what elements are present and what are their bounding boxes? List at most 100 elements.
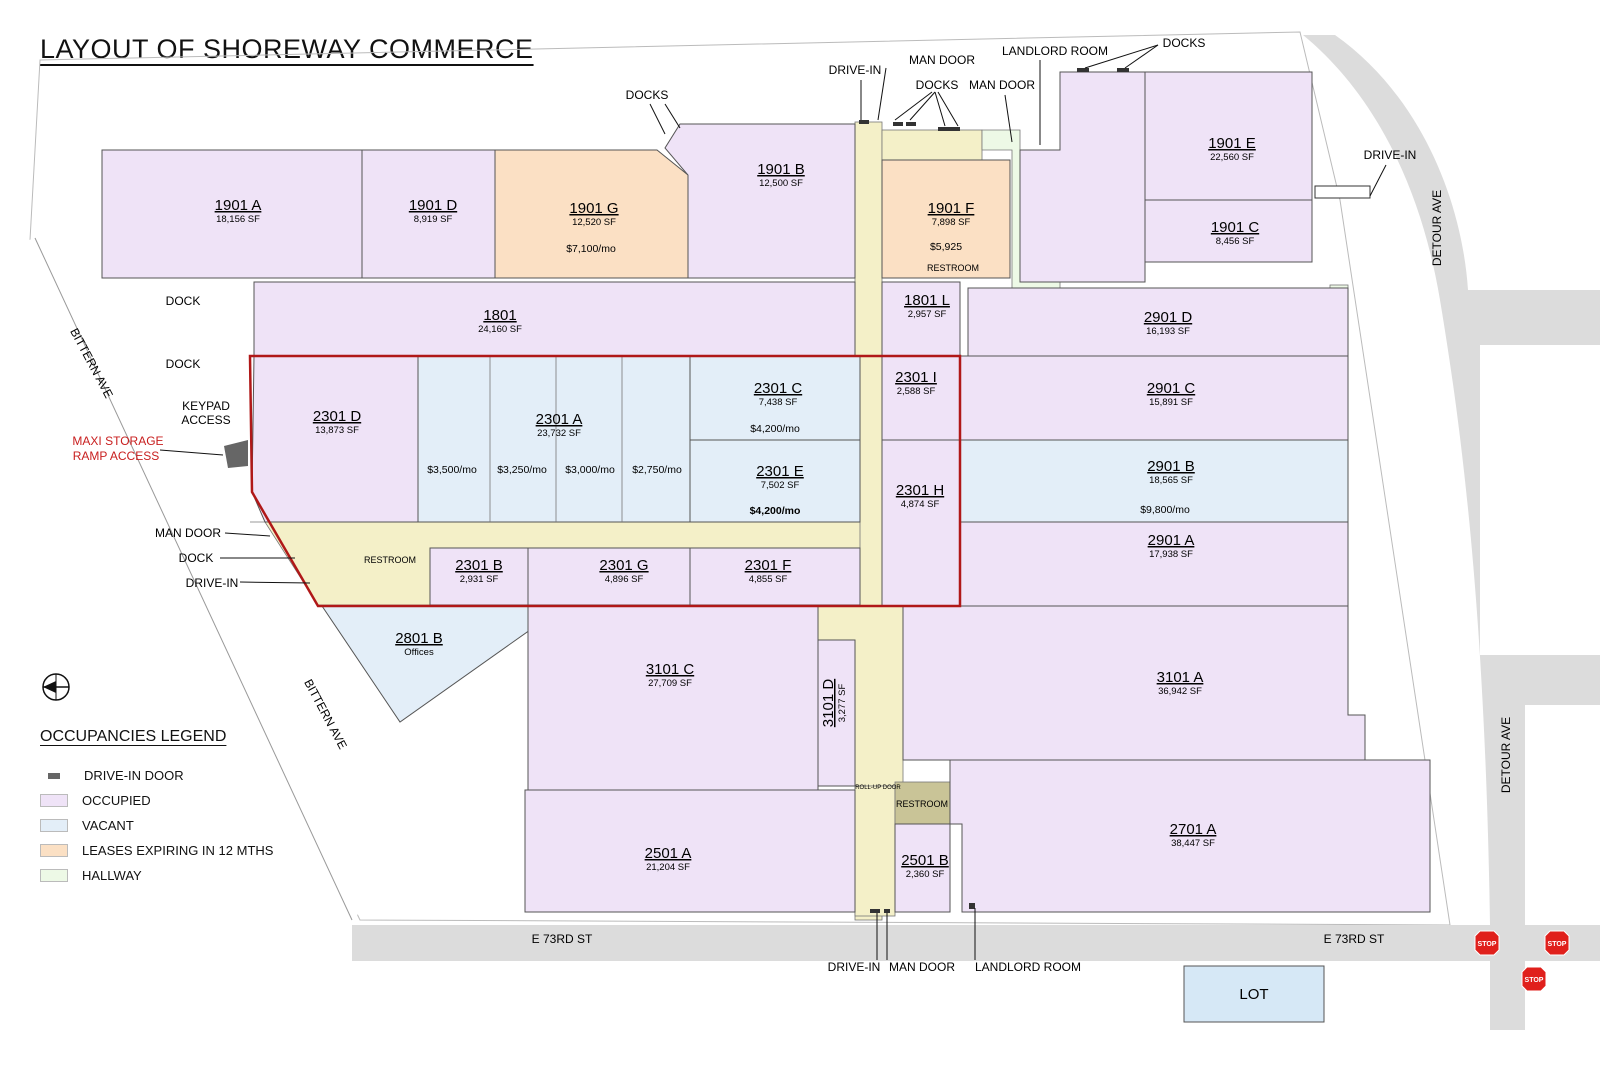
unit-area: 15,891 SF xyxy=(1149,397,1193,408)
legend-item-occupied: OCCUPIED xyxy=(40,793,151,808)
lot-label: LOT xyxy=(1239,986,1268,1003)
road-e73rd xyxy=(352,925,1600,961)
unit-name: 2901 B xyxy=(1147,458,1195,475)
unit-label-group: 2901 B18,565 SF xyxy=(1147,458,1195,486)
unit-area: 12,500 SF xyxy=(759,178,803,189)
unit-area: 8,456 SF xyxy=(1216,236,1255,247)
street-label: DETOUR AVE xyxy=(1430,190,1444,266)
unit-label-group: 2901 D16,193 SF xyxy=(1144,309,1193,337)
unit-name: 2501 B xyxy=(901,852,949,869)
unit-2801-b[interactable] xyxy=(321,605,531,723)
unit-name: 3101 D xyxy=(820,679,837,728)
parking-lot[interactable] xyxy=(1183,965,1325,1023)
subunit-rent: $3,250/mo xyxy=(497,464,547,476)
unit-name: 2901 C xyxy=(1147,380,1196,397)
stop-sign-label: STOP xyxy=(1548,941,1567,948)
unit-name: 2801 B xyxy=(395,630,443,647)
unit-rent: $7,100/mo xyxy=(566,243,616,255)
unit-rent: $4,200/mo xyxy=(750,505,801,517)
unit-area: 24,160 SF xyxy=(478,324,522,335)
unit-name: 3101 C xyxy=(646,661,695,678)
legend-title: OCCUPANCIES LEGEND xyxy=(40,728,227,745)
unit-2301-h[interactable] xyxy=(881,439,961,607)
unit-name: 2901 A xyxy=(1148,532,1195,549)
drive-in-door-icon xyxy=(859,120,869,124)
unit-name: 2301 E xyxy=(756,463,804,480)
unit-2301-e[interactable] xyxy=(689,439,861,523)
unit-name: 1901 G xyxy=(569,200,618,217)
unit-rent: $5,925 xyxy=(930,241,962,253)
unit-area: 18,565 SF xyxy=(1149,475,1193,486)
stop-sign-icon: STOP xyxy=(1544,930,1570,956)
bittern-edge-west xyxy=(34,237,353,921)
unit-2701-a[interactable] xyxy=(949,759,1431,913)
drive-in-door-icon xyxy=(1077,68,1089,72)
highlight-2301-outline xyxy=(248,354,962,608)
unit-2501-a[interactable] xyxy=(524,789,856,913)
unit-area: 4,855 SF xyxy=(749,574,788,585)
road-detour-lower xyxy=(1490,961,1525,1030)
unit-name: 2301 D xyxy=(313,408,362,425)
restroom-label: RESTROOM xyxy=(896,799,948,809)
dock-label: DOCK xyxy=(179,551,214,565)
subunit-rent: $3,500/mo xyxy=(427,464,477,476)
unit-label-group: 2301 D13,873 SF xyxy=(313,408,362,436)
unit-label-group: 1901 C8,456 SF xyxy=(1211,219,1260,247)
unit-label-group: 2701 A38,447 SF xyxy=(1170,821,1217,849)
unit-name: 1801 L xyxy=(904,292,950,309)
legend-label: VACANT xyxy=(82,818,134,833)
unit-label-group: 2501 B2,360 SF xyxy=(901,852,949,880)
unit-label-group: 1901 E22,560 SF xyxy=(1208,135,1256,163)
door-markers xyxy=(859,68,1371,913)
unit-area: 27,709 SF xyxy=(648,678,692,689)
unit-label-group: 3101 A36,942 SF xyxy=(1157,669,1204,697)
unit-1901-c[interactable] xyxy=(1144,199,1313,263)
unit-name: 2701 A xyxy=(1170,821,1217,838)
street-label: BITTERN AVE xyxy=(301,677,350,752)
unit-1801[interactable] xyxy=(253,281,856,357)
unit-name: 2301 A xyxy=(536,411,583,428)
unit-label-group: 1901 B12,500 SF xyxy=(757,161,805,189)
drive-in-label: DRIVE-IN xyxy=(829,63,882,77)
legend-label: HALLWAY xyxy=(82,868,142,883)
roads xyxy=(0,35,1600,1068)
man-door-label: MAN DOOR xyxy=(155,526,221,540)
unit-label-group: 2301 E7,502 SF xyxy=(756,463,804,491)
street-e73rd-label: E 73RD ST xyxy=(1324,932,1385,946)
unit-2301-a[interactable] xyxy=(417,355,691,523)
unit-3101-c[interactable] xyxy=(527,605,819,791)
landlord-room-label: LANDLORD ROOM xyxy=(975,960,1081,974)
unit-name: 2501 A xyxy=(645,845,692,862)
unit-3101-d[interactable] xyxy=(817,639,856,787)
unit-area: 13,873 SF xyxy=(315,425,359,436)
unit-area: 2,931 SF xyxy=(460,574,499,585)
unit-label-group: 1901 D8,919 SF xyxy=(409,197,458,225)
unit-name: 2301 I xyxy=(895,369,937,386)
unit-area: 7,438 SF xyxy=(759,397,798,408)
unit-1901-b[interactable] xyxy=(664,123,856,279)
unit-area: 7,502 SF xyxy=(761,480,800,491)
legend-swatch xyxy=(40,844,68,857)
unit-3101-a[interactable] xyxy=(902,605,1366,761)
unit-name: 1801 xyxy=(483,307,516,324)
unit-rent: $9,800/mo xyxy=(1140,504,1190,516)
legend-item-expiring: LEASES EXPIRING IN 12 MTHS xyxy=(40,843,273,858)
legend-label: LEASES EXPIRING IN 12 MTHS xyxy=(82,843,274,858)
unit-area: 8,919 SF xyxy=(414,214,453,225)
unit-area: 2,957 SF xyxy=(908,309,947,320)
stop-sign-icon: STOP xyxy=(1474,930,1500,956)
unit-label-group: 2301 C7,438 SF xyxy=(754,380,803,408)
drive-in-door-icon xyxy=(906,122,916,126)
unit-1901-f[interactable] xyxy=(881,159,1011,279)
maxi-storage-label: RAMP ACCESS xyxy=(73,449,159,463)
unit-area: 3,277 SF xyxy=(837,684,848,723)
unit-name: 3101 A xyxy=(1157,669,1204,686)
unit-label-group: 3101 C27,709 SF xyxy=(646,661,695,689)
unit-area: 18,156 SF xyxy=(216,214,260,225)
keypad-label: ACCESS xyxy=(181,413,230,427)
unit-2301-d[interactable] xyxy=(251,355,419,523)
unit-2501-b[interactable] xyxy=(894,823,951,913)
unit-area: 38,447 SF xyxy=(1171,838,1215,849)
unit-area: 36,942 SF xyxy=(1158,686,1202,697)
